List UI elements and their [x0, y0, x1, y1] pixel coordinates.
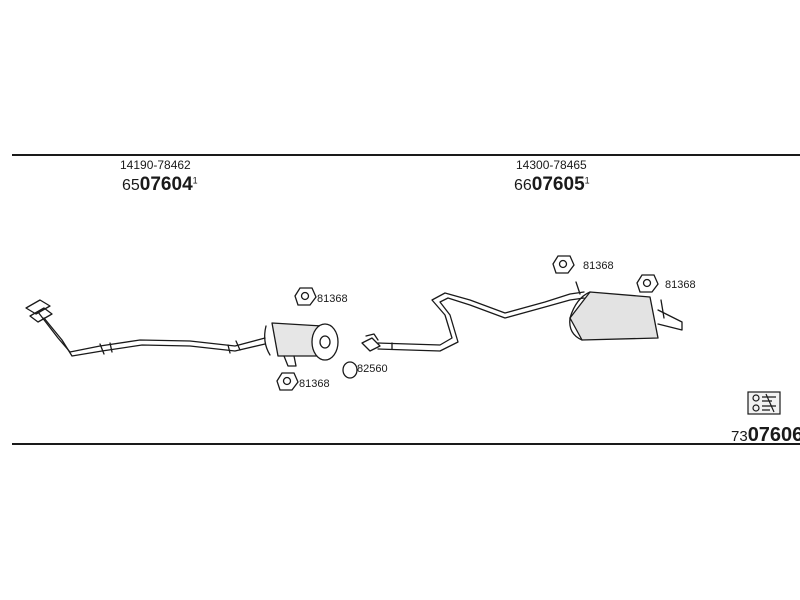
- part-number-front: 65076041: [122, 174, 198, 196]
- rear-left-mount-icon: [552, 255, 575, 274]
- front-bottom-mount-icon: [276, 372, 299, 391]
- label-front-bracket-top: 81368: [317, 293, 348, 305]
- kit-main: 07606: [747, 424, 800, 446]
- part-sup-front: 1: [192, 175, 198, 186]
- front-top-mount-icon: [294, 287, 317, 306]
- label-rear-bracket-right: 81368: [665, 279, 696, 291]
- rear-muffler: [569, 281, 683, 341]
- fitting-kit-icon: [747, 391, 781, 415]
- part-main-rear: 07605: [531, 174, 585, 195]
- part-sup-rear: 1: [584, 175, 590, 186]
- rear-right-mount-icon: [636, 274, 659, 293]
- gasket-icon: [342, 361, 358, 379]
- part-prefix-front: 65: [122, 177, 140, 194]
- kit-number: 7307606: [731, 424, 800, 447]
- label-front-bracket-bottom: 81368: [299, 378, 330, 390]
- mount-icons: [276, 255, 659, 391]
- label-rear-bracket-left: 81368: [583, 260, 614, 272]
- kit-prefix: 73: [731, 428, 748, 445]
- oem-number-front: 14190-78462: [120, 158, 191, 172]
- part-number-rear: 66076051: [514, 174, 590, 196]
- bottom-rule: [12, 443, 800, 445]
- rear-pipe: [361, 291, 585, 352]
- part-main-front: 07604: [139, 174, 193, 195]
- front-pipe: [25, 299, 266, 357]
- top-rule: [12, 154, 800, 156]
- front-muffler: [264, 322, 339, 367]
- oem-number-rear: 14300-78465: [516, 158, 587, 172]
- label-gasket: 82560: [357, 363, 388, 375]
- part-prefix-rear: 66: [514, 177, 532, 194]
